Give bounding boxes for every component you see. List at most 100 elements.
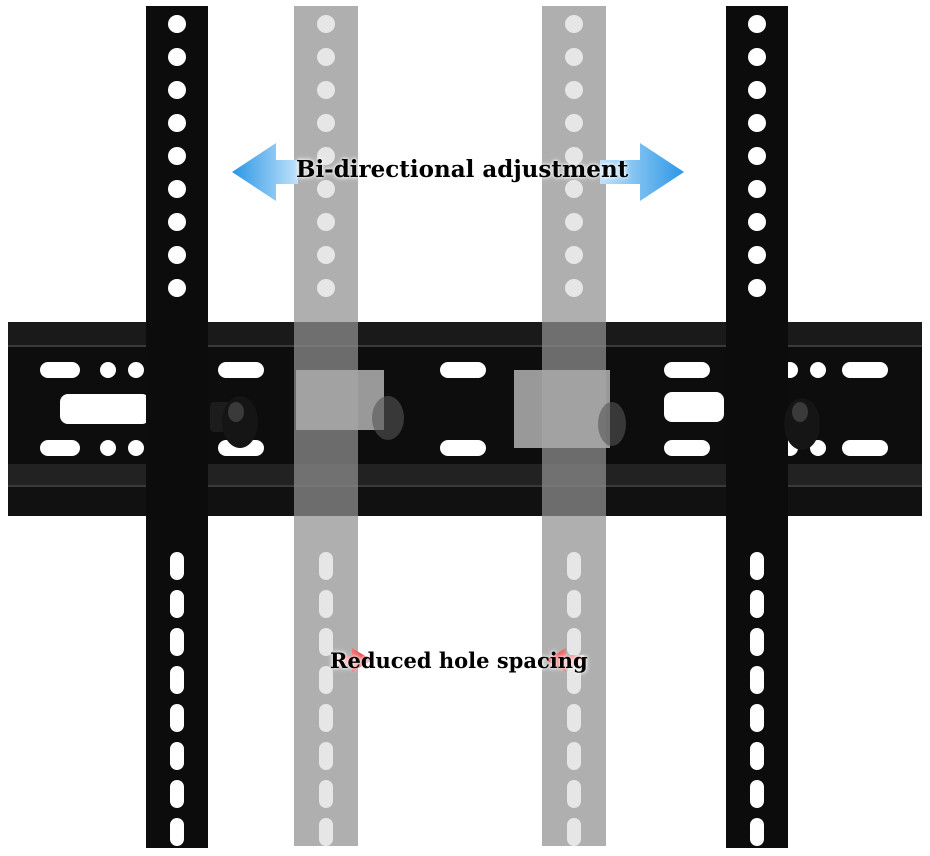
ghost-bracket-slot (567, 552, 581, 580)
ghost-bracket-hole (317, 114, 335, 132)
bracket-hole (168, 279, 186, 297)
bracket-slot (750, 704, 764, 732)
plate-slot (664, 362, 710, 378)
ghost-bracket-slot (319, 780, 333, 808)
ghost-bracket-hole (565, 114, 583, 132)
bracket-slot (170, 780, 184, 808)
bracket-hole (748, 279, 766, 297)
spacing-label: Reduced hole spacing (330, 648, 588, 673)
plate-slot (842, 440, 888, 456)
ghost-knob-left (372, 396, 404, 440)
plate-slot (60, 394, 150, 424)
wall-plate-holes (40, 362, 888, 456)
plate-slot (40, 440, 80, 456)
bracket-slot (750, 552, 764, 580)
bracket-holes (168, 15, 766, 846)
ghost-bracket-hole (317, 180, 335, 198)
ghost-bracket-hole (565, 81, 583, 99)
bracket-slot (750, 666, 764, 694)
bracket-hole (748, 81, 766, 99)
tilt-knob-left (210, 396, 258, 448)
ghost-bracket-slot (319, 742, 333, 770)
bracket-slot (750, 628, 764, 656)
ghost-bracket-slot (567, 704, 581, 732)
plate-hole (810, 440, 826, 456)
plate-hole (810, 362, 826, 378)
ghost-bracket-hole (565, 147, 583, 165)
bracket-slot (750, 742, 764, 770)
ghost-bracket-slot (567, 590, 581, 618)
plate-slot (842, 362, 888, 378)
bracket-slot (170, 552, 184, 580)
bracket-slot (170, 666, 184, 694)
ghost-bracket-hole (317, 81, 335, 99)
spacing-arrow-left-icon (334, 648, 372, 672)
bracket-slot (170, 590, 184, 618)
plate-slot (440, 440, 486, 456)
bracket-slot (750, 590, 764, 618)
bracket-slot (750, 780, 764, 808)
ghost-bracket-hole (565, 48, 583, 66)
adjustment-label: Bi-directional adjustment (296, 156, 629, 183)
bracket-hole (168, 48, 186, 66)
bracket-hole (168, 147, 186, 165)
adjust-arrow-left-icon (232, 143, 298, 201)
bracket-hole (168, 15, 186, 33)
ghost-bracket-slot (567, 666, 581, 694)
plate-slot (40, 362, 80, 378)
ghost-bracket-hole (565, 246, 583, 264)
plate-hole (128, 440, 144, 456)
ghost-bracket-slot (319, 818, 333, 846)
ghost-bracket-hole (317, 213, 335, 231)
bracket-slot (170, 742, 184, 770)
ghost-bracket-overlay (294, 322, 610, 516)
bracket-hole (168, 114, 186, 132)
bracket-slot (750, 818, 764, 846)
bracket-hole (168, 246, 186, 264)
bracket-slot (170, 704, 184, 732)
ghost-bracket-slot (567, 628, 581, 656)
ghost-bracket-slot (319, 628, 333, 656)
bracket-hole (748, 180, 766, 198)
ghost-bracket-hole (317, 15, 335, 33)
ghost-bracket-hole (317, 279, 335, 297)
ghost-bracket-slot (567, 780, 581, 808)
ghost-bracket-slot (319, 704, 333, 732)
adjust-arrow-right-icon (600, 143, 684, 201)
plate-hole (100, 440, 116, 456)
bracket-hole (748, 15, 766, 33)
ghost-bracket-hole (317, 246, 335, 264)
ghost-bracket-hole (317, 147, 335, 165)
plate-hole (100, 362, 116, 378)
spacing-arrow-right-icon (546, 648, 584, 672)
bracket-hole (748, 213, 766, 231)
ghost-bracket-hole (565, 180, 583, 198)
plate-hole (128, 362, 144, 378)
plate-slot (664, 440, 710, 456)
bracket-hole (748, 147, 766, 165)
ghost-bracket-slot (319, 666, 333, 694)
bracket-hole (168, 180, 186, 198)
ghost-bracket-slot (319, 552, 333, 580)
plate-slot (218, 440, 264, 456)
bracket-slot (170, 628, 184, 656)
bracket-hole (748, 48, 766, 66)
ghost-knob-right (598, 402, 626, 446)
ghost-bracket-hole (565, 279, 583, 297)
bracket-hole (748, 114, 766, 132)
bracket-slot (170, 818, 184, 846)
plate-slot (440, 362, 486, 378)
plate-slot (664, 392, 724, 422)
bracket-hole (168, 213, 186, 231)
ghost-bracket-hole (565, 213, 583, 231)
bracket-hole (168, 81, 186, 99)
ghost-bracket-slot (567, 742, 581, 770)
ghost-bracket-slot (319, 590, 333, 618)
plate-slot (218, 362, 264, 378)
ghost-bracket-hole (565, 15, 583, 33)
ghost-bracket-hole (317, 48, 335, 66)
tilt-knob-right (784, 398, 820, 450)
ghost-bracket-slot (567, 818, 581, 846)
bracket-hole (748, 246, 766, 264)
